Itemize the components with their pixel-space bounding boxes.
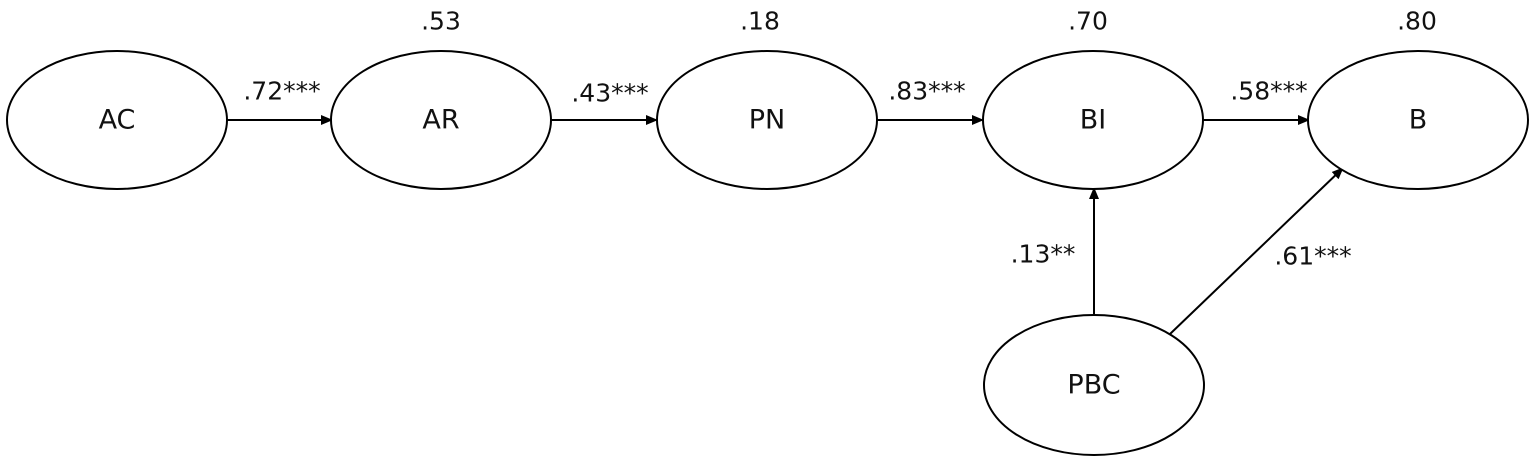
edge-label-pbc-bi: .13**	[1011, 240, 1076, 269]
edge-ar-pn: .43***	[551, 79, 658, 125]
edge-pn-bi: .83***	[877, 77, 984, 125]
edge-label-pbc-b: .61***	[1274, 242, 1351, 271]
edge-line-pbc-b	[1169, 167, 1344, 335]
node-label-ac: AC	[99, 105, 136, 136]
edge-bi-b: .58***	[1203, 77, 1310, 125]
r2-label-bi: .70	[1068, 7, 1108, 36]
node-b: B .80	[1307, 7, 1529, 190]
edge-ac-ar: .72***	[227, 77, 333, 125]
edge-label-bi-b: .58***	[1230, 77, 1307, 106]
node-ac: AC	[6, 50, 228, 190]
node-ellipse-pbc	[983, 314, 1205, 456]
r2-label-pn: .18	[740, 7, 780, 36]
node-ellipse-bi	[982, 50, 1204, 190]
node-ellipse-pn	[656, 50, 878, 190]
edge-label-ar-pn: .43***	[571, 79, 648, 108]
node-ellipse-b	[1307, 50, 1529, 190]
node-ellipse-ac	[6, 50, 228, 190]
node-label-b: B	[1409, 105, 1428, 136]
r2-label-b: .80	[1397, 7, 1437, 36]
edge-pbc-b: .61***	[1169, 167, 1352, 335]
node-pbc: PBC	[983, 314, 1205, 456]
edge-pbc-bi: .13**	[1011, 187, 1099, 314]
node-label-pbc: PBC	[1067, 370, 1120, 401]
edge-label-ac-ar: .72***	[243, 77, 320, 106]
node-label-pn: PN	[749, 105, 785, 136]
r2-label-ar: .53	[421, 7, 461, 36]
node-bi: BI .70	[982, 7, 1204, 190]
node-ellipse-ar	[330, 50, 552, 190]
node-ar: AR .53	[330, 7, 552, 190]
node-pn: PN .18	[656, 7, 878, 190]
edge-label-pn-bi: .83***	[888, 77, 965, 106]
node-label-bi: BI	[1080, 105, 1107, 136]
node-label-ar: AR	[422, 105, 459, 136]
